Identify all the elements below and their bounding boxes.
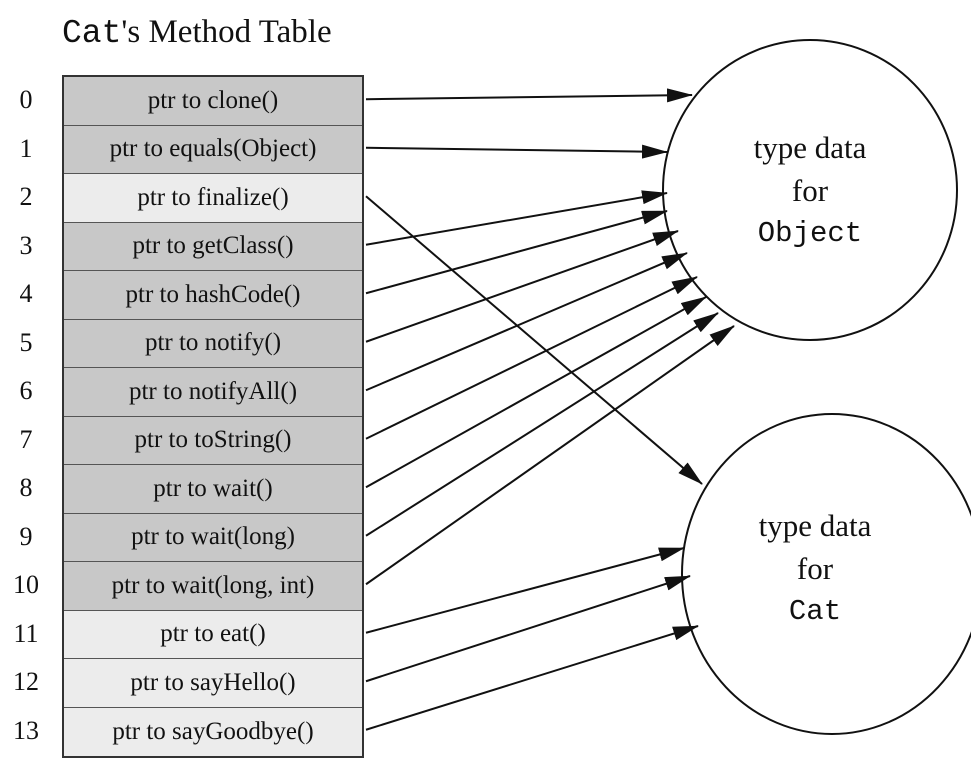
row-index: 2 [19, 182, 33, 211]
diagram-title: Cat's Method Table [62, 14, 332, 52]
pointer-arrow-9 [365, 312, 719, 537]
pointer-arrow-5 [365, 230, 679, 343]
row-index: 0 [19, 85, 33, 114]
method-table: ptr to clone() ptr to equals(Object) ptr… [62, 75, 364, 758]
pointer-arrow-7 [365, 276, 698, 440]
row-index: 3 [19, 231, 33, 260]
pointer-arrows [365, 88, 735, 731]
pointer-arrow-8 [365, 296, 707, 489]
method-table-row-label: ptr to toString() [134, 426, 292, 454]
method-table-row-label: ptr to finalize() [137, 183, 289, 211]
method-table-row-13: ptr to sayGoodbye() [64, 707, 362, 756]
title-suffix: 's Method Table [121, 14, 332, 50]
method-table-row-10: ptr to wait(long, int) [64, 562, 362, 611]
method-table-row-12: ptr to sayHello() [64, 659, 362, 708]
pointer-arrow-12 [365, 575, 691, 683]
row-index: 5 [19, 328, 33, 357]
cat-node-label: type data for Cat [715, 504, 915, 633]
method-table-row-6: ptr to notifyAll() [64, 368, 362, 417]
method-table-row-label: ptr to notifyAll() [128, 377, 298, 405]
object-node-line1: type data [753, 130, 867, 165]
method-table-row-label: ptr to hashCode() [125, 280, 301, 308]
cat-node-line1: type data [758, 508, 872, 543]
method-table-row-label: ptr to notify() [144, 329, 282, 357]
method-table-row-label: ptr to clone() [147, 86, 279, 114]
method-table-row-4: ptr to hashCode() [64, 271, 362, 320]
row-index: 6 [19, 376, 33, 405]
row-index: 4 [19, 279, 33, 308]
object-node-line2: for [791, 173, 829, 208]
method-table-row-label: ptr to wait() [153, 474, 273, 502]
method-table-row-label: ptr to sayGoodbye() [112, 717, 314, 745]
pointer-arrow-4 [365, 210, 668, 295]
pointer-arrow-10 [365, 325, 735, 586]
pointer-arrow-2 [365, 195, 703, 485]
pointer-arrow-1 [365, 144, 668, 159]
method-table-row-label: ptr to wait(long, int) [111, 571, 315, 599]
method-table-row-8: ptr to wait() [64, 465, 362, 514]
method-table-row-2: ptr to finalize() [64, 174, 362, 223]
object-type-node [662, 39, 958, 341]
method-table-row-11: ptr to eat() [64, 610, 362, 659]
method-table-row-label: ptr to getClass() [132, 232, 294, 260]
method-table-row-label: ptr to sayHello() [130, 668, 296, 696]
method-table-row-9: ptr to wait(long) [64, 513, 362, 562]
row-index: 13 [13, 716, 39, 745]
cat-type-node [681, 413, 971, 735]
method-table-row-5: ptr to notify() [64, 319, 362, 368]
pointer-arrow-3 [365, 190, 668, 246]
row-index: 11 [13, 619, 39, 648]
row-index: 10 [13, 570, 39, 599]
method-table-row-0: ptr to clone() [64, 77, 362, 126]
method-table-row-label: ptr to equals(Object) [109, 135, 317, 163]
method-table-row-label: ptr to wait(long) [131, 523, 295, 551]
object-node-type-name: Object [757, 217, 863, 250]
method-table-row-3: ptr to getClass() [64, 222, 362, 271]
pointer-arrow-11 [365, 547, 685, 634]
row-index: 8 [19, 473, 33, 502]
object-node-label: type data for Object [710, 126, 910, 255]
title-class-name: Cat [62, 15, 122, 52]
cat-node-type-name: Cat [788, 595, 842, 628]
row-index: 7 [19, 425, 33, 454]
pointer-arrow-6 [365, 252, 688, 392]
row-index: 1 [19, 134, 33, 163]
method-table-row-7: ptr to toString() [64, 416, 362, 465]
pointer-arrow-0 [365, 88, 693, 103]
method-table-row-label: ptr to eat() [160, 620, 266, 648]
row-index: 12 [13, 667, 39, 696]
cat-node-line2: for [796, 551, 834, 586]
pointer-arrow-13 [365, 625, 699, 731]
row-index: 9 [19, 522, 33, 551]
method-table-row-1: ptr to equals(Object) [64, 125, 362, 174]
